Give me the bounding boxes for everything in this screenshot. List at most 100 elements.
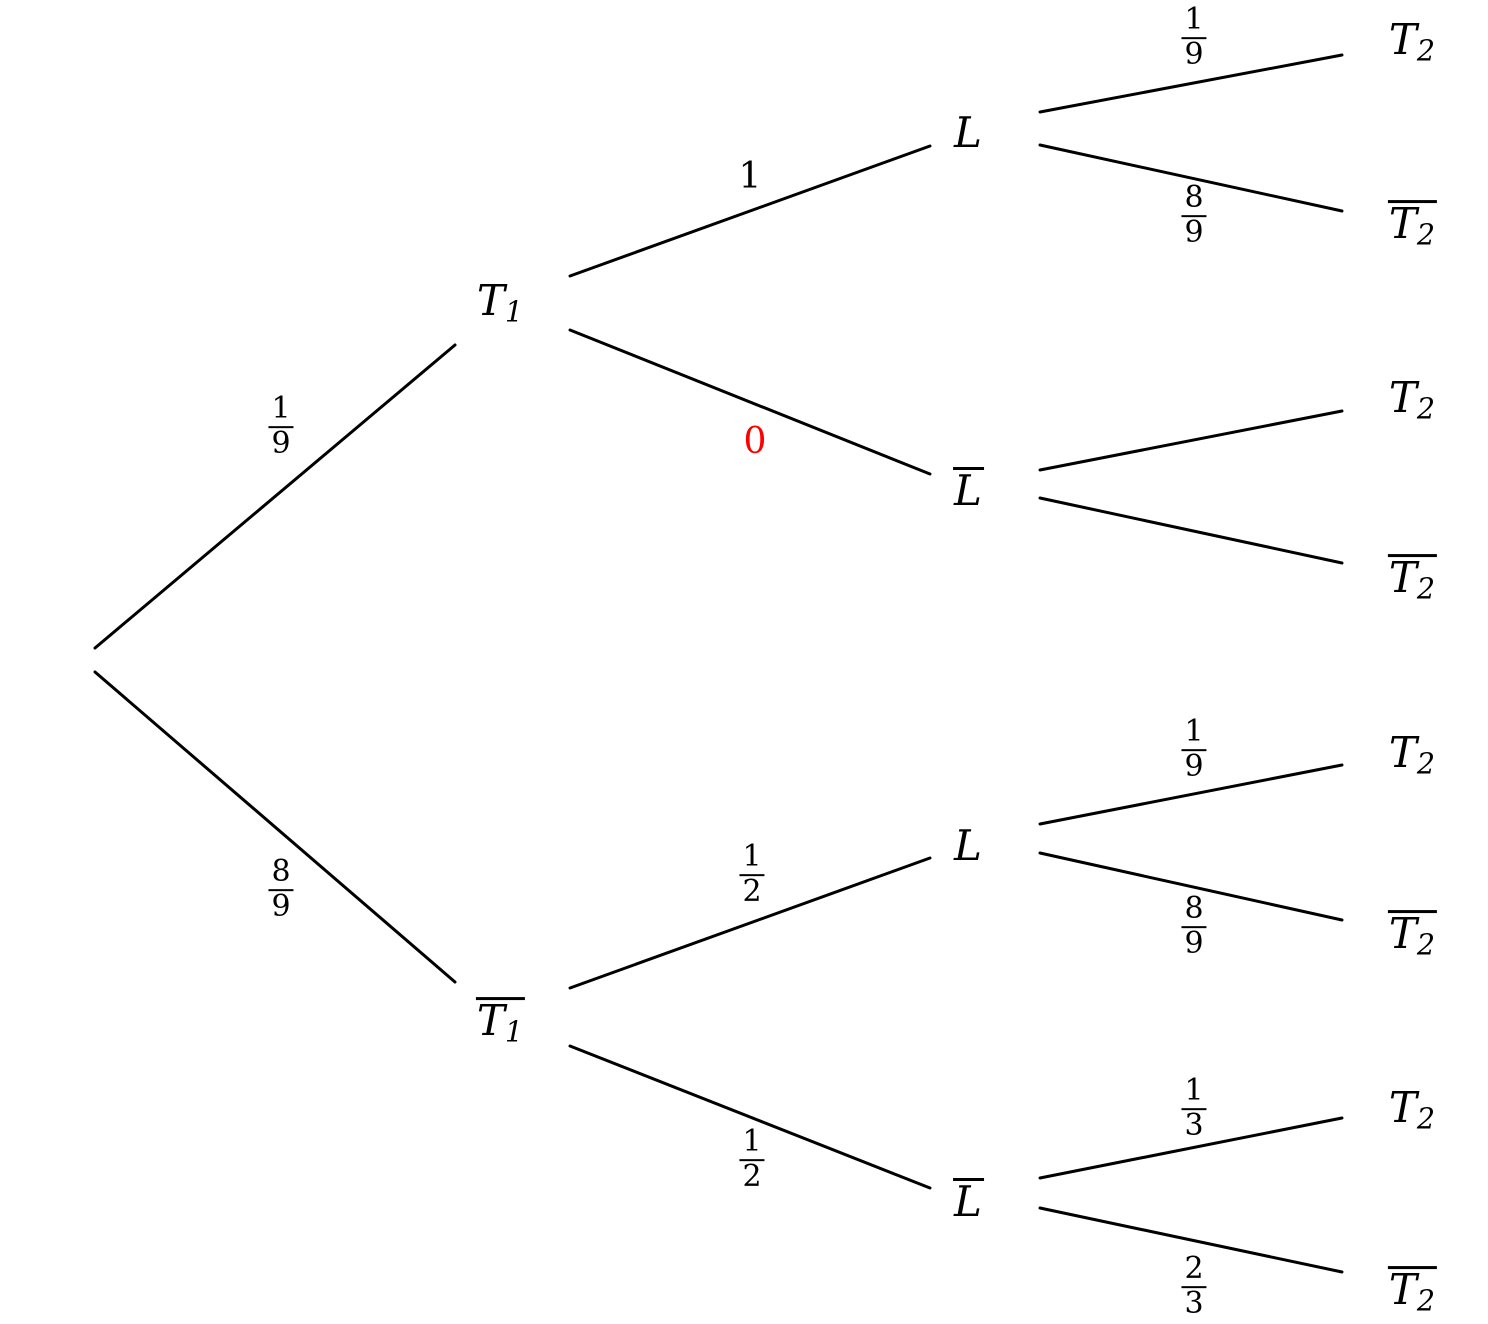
node-base-letter: L	[954, 466, 982, 515]
tree-branch-e-Lbarb-T2	[1038, 1116, 1344, 1180]
fraction-denominator: 9	[1184, 926, 1204, 962]
tree-branch-e-T1bar-Lbar	[568, 1044, 932, 1190]
node-subscript: 2	[1416, 1101, 1436, 1136]
node-label-T2bar_1: T2	[1387, 199, 1438, 249]
fraction-numerator: 8	[271, 854, 291, 890]
tree-branch-e-Lbara-T2bar	[1038, 496, 1344, 565]
fraction-bar	[739, 873, 765, 877]
node-label-T2_4: T2	[1389, 1087, 1435, 1133]
fraction-bar	[739, 1158, 765, 1162]
node-label-T2bar_3: T2	[1387, 909, 1438, 959]
node-subscript: 2	[1416, 571, 1436, 606]
fraction-numerator: 1	[1184, 714, 1204, 750]
tree-branch-e-T1-Lbar	[568, 328, 932, 476]
fraction-numerator: 1	[742, 839, 762, 875]
overline-group: T2	[1387, 553, 1438, 606]
fraction-bar	[268, 425, 294, 429]
overline-group: L	[953, 1177, 984, 1226]
plain-group: T1	[476, 276, 524, 329]
node-label-Lbar_a: L	[953, 466, 984, 515]
probability-value: 1	[738, 156, 762, 197]
fraction-numerator: 8	[1184, 891, 1204, 927]
overline-group: L	[953, 466, 984, 515]
fraction-bar	[268, 888, 294, 892]
fraction-denominator: 9	[271, 889, 291, 925]
overline-group: T2	[1387, 199, 1438, 249]
tree-branch-e-T1bar-L	[568, 856, 932, 990]
tree-branch-e-Lbarb-T2bar	[1038, 1206, 1344, 1274]
fraction-numerator: 1	[1184, 1073, 1204, 1109]
plain-group: T2	[1388, 1083, 1436, 1136]
plain-group: L	[954, 108, 982, 157]
node-base-letter: L	[954, 108, 982, 157]
node-subscript: 2	[1416, 746, 1436, 781]
fraction-denominator: 9	[271, 426, 291, 462]
fraction-numerator: 1	[742, 1124, 762, 1160]
tree-branch-e-La-T2	[1038, 53, 1344, 114]
tree-branch-e-Lb-T2bar	[1038, 851, 1344, 922]
node-label-L_b: L	[954, 825, 982, 867]
plain-group: T2	[1388, 373, 1436, 426]
node-subscript: 1	[504, 294, 524, 329]
node-base-letter: T	[1388, 15, 1417, 65]
fraction-numerator: 1	[271, 391, 291, 427]
node-base-letter: L	[954, 821, 982, 870]
node-subscript: 2	[1416, 1283, 1436, 1318]
node-base-letter: T	[1388, 199, 1417, 249]
tree-branch-e-Lbara-T2	[1038, 409, 1344, 472]
fraction-denominator: 9	[1184, 749, 1204, 785]
tree-branch-e-root-T1	[93, 343, 457, 650]
probability-value: 0	[743, 421, 767, 462]
tree-branch-e-root-T1bar	[93, 670, 457, 984]
fraction-numerator: 2	[1184, 1251, 1204, 1287]
node-label-T2bar_2: T2	[1387, 553, 1438, 606]
node-label-Lbar_b: L	[953, 1177, 984, 1226]
node-base-letter: T	[476, 276, 505, 326]
node-base-letter: T	[1388, 728, 1417, 778]
plain-group: T2	[1388, 15, 1436, 68]
node-label-L_a: L	[954, 112, 982, 154]
node-base-letter: T	[1388, 373, 1417, 423]
fraction-bar	[1181, 214, 1207, 218]
node-base-letter: L	[954, 1177, 982, 1226]
node-base-letter: T	[1388, 553, 1417, 603]
node-label-T1: T1	[477, 280, 523, 326]
node-subscript: 2	[1416, 391, 1436, 426]
fraction-bar	[1181, 1285, 1207, 1289]
fraction-bar	[1181, 1107, 1207, 1111]
node-subscript: 2	[1416, 33, 1436, 68]
fraction-denominator: 9	[1184, 37, 1204, 73]
node-base-letter: T	[476, 996, 505, 1046]
node-subscript: 1	[504, 1014, 524, 1049]
tree-branch-e-La-T2bar	[1038, 143, 1344, 213]
fraction-denominator: 3	[1184, 1286, 1204, 1322]
fraction-numerator: 8	[1184, 180, 1204, 216]
fraction-bar	[1181, 748, 1207, 752]
node-label-T2_1: T2	[1389, 19, 1435, 65]
node-base-letter: T	[1388, 909, 1417, 959]
overline-group: T2	[1387, 1265, 1438, 1318]
node-base-letter: T	[1388, 1083, 1417, 1133]
fraction-denominator: 2	[742, 874, 762, 910]
node-label-T2_3: T2	[1389, 732, 1435, 778]
plain-group: T2	[1388, 728, 1436, 781]
fraction-bar	[1181, 925, 1207, 929]
